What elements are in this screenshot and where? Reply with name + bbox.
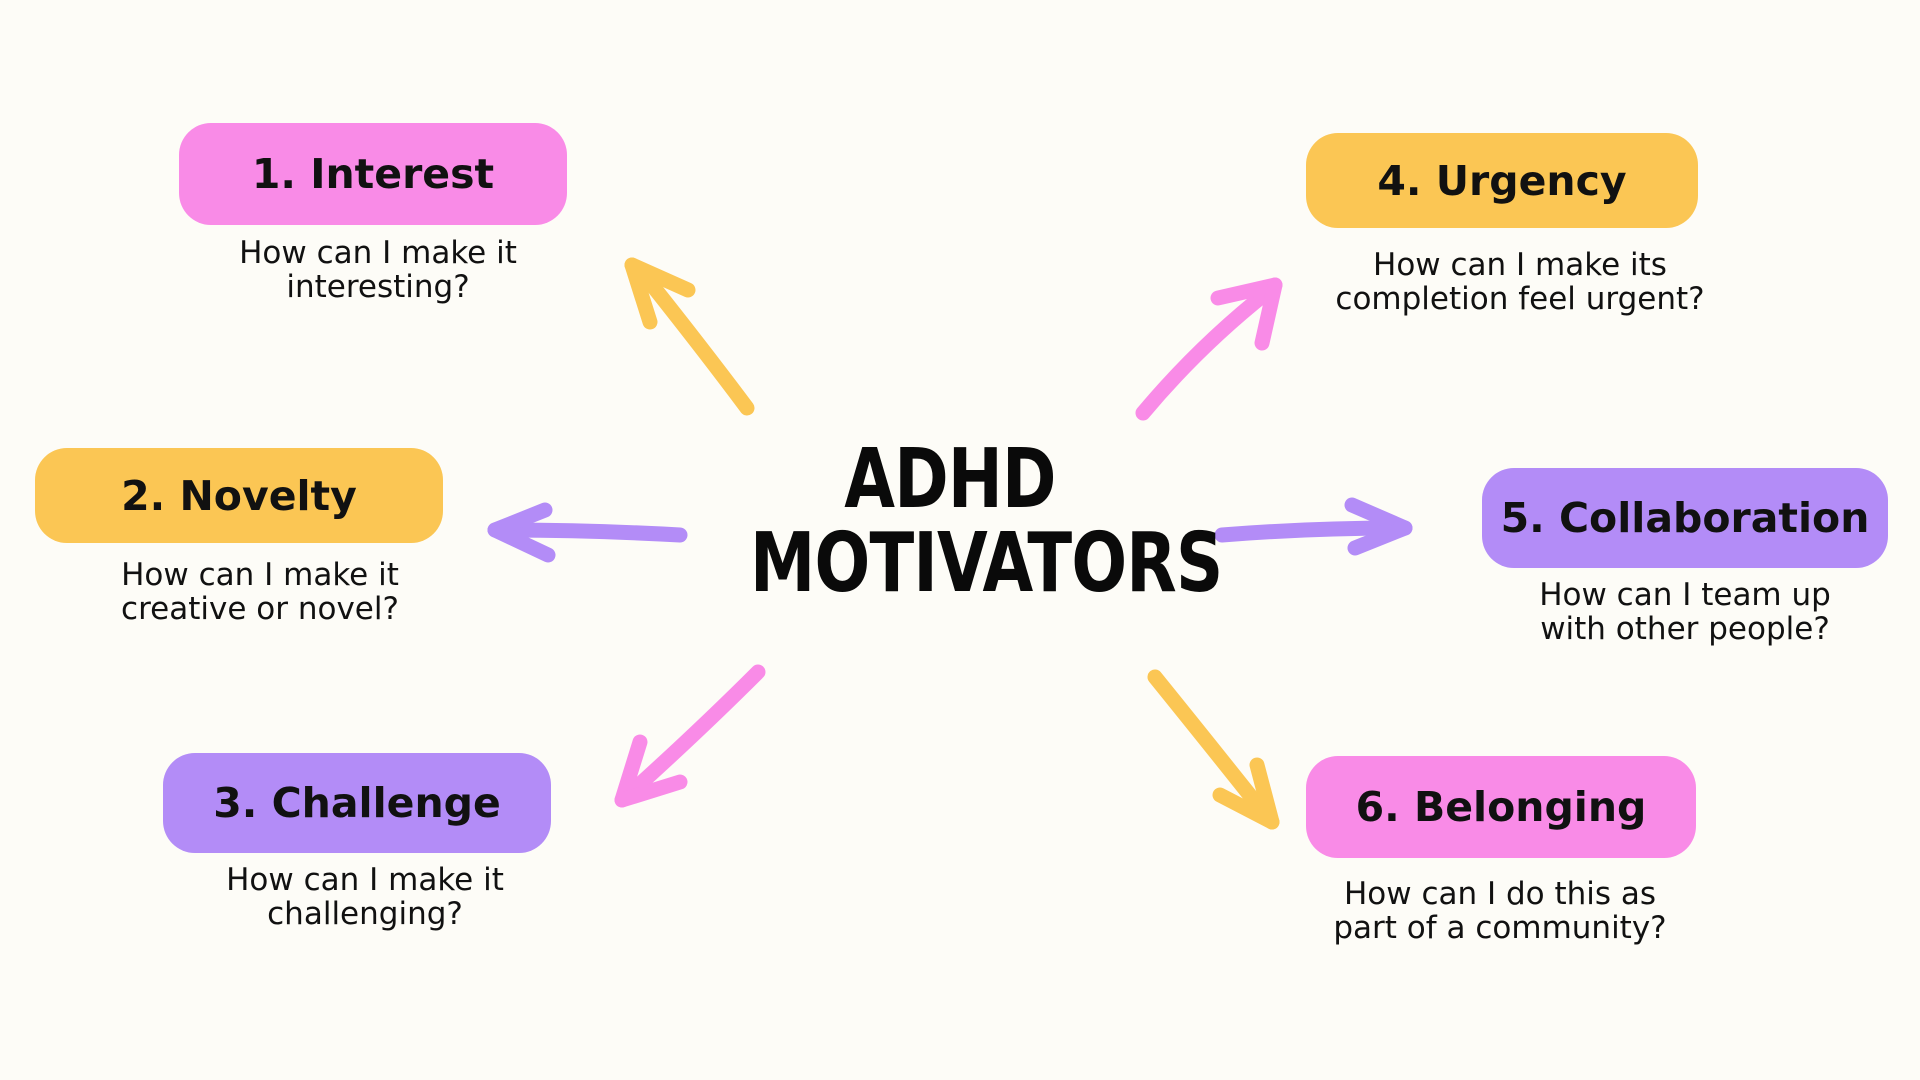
motivator-novelty-label: 2. Novelty — [121, 471, 357, 520]
motivator-interest-label: 1. Interest — [251, 150, 495, 198]
arrow-to-urgency — [1135, 277, 1283, 421]
motivator-collaboration-desc-line-1: How can I team up — [1539, 577, 1831, 613]
motivator-interest-desc-line-2: interesting? — [286, 269, 470, 305]
motivator-urgency-description: How can I make its completion feel urgen… — [1290, 248, 1750, 316]
motivator-challenge-pill: 3. Challenge — [163, 753, 551, 853]
motivator-novelty-desc-line-2: creative or novel? — [121, 591, 399, 627]
motivator-belonging-description: How can I do this as part of a community… — [1280, 877, 1720, 945]
motivator-urgency-label: 4. Urgency — [1377, 156, 1627, 205]
motivator-collaboration-description: How can I team up with other people? — [1485, 578, 1885, 646]
motivator-urgency-pill: 4. Urgency — [1306, 133, 1698, 228]
title-line-2: MOTIVATORS — [750, 516, 1223, 611]
motivator-novelty-desc-line-1: How can I make it — [121, 557, 399, 593]
motivator-belonging-pill: 6. Belonging — [1306, 756, 1696, 858]
motivator-urgency-desc-line-1: How can I make its — [1373, 247, 1667, 283]
motivator-urgency-desc-line-2: completion feel urgent? — [1335, 281, 1705, 317]
motivator-novelty-pill: 2. Novelty — [35, 448, 443, 543]
arrow-to-belonging — [1147, 669, 1280, 830]
motivator-collaboration-pill: 5. Collaboration — [1482, 468, 1888, 568]
diagram-title: ADHD MOTIVATORS — [750, 432, 1223, 611]
motivator-challenge-desc-line-1: How can I make it — [226, 862, 504, 898]
arrow-to-novelty — [487, 502, 688, 563]
motivator-interest-desc-line-1: How can I make it — [239, 235, 517, 271]
motivator-interest-pill: 1. Interest — [179, 123, 567, 225]
arrow-to-challenge — [614, 664, 766, 808]
motivator-challenge-label: 3. Challenge — [213, 779, 501, 827]
motivator-interest-description: How can I make it interesting? — [178, 236, 578, 304]
motivator-novelty-description: How can I make it creative or novel? — [60, 558, 460, 626]
motivator-belonging-desc-line-1: How can I do this as — [1343, 876, 1657, 912]
arrow-to-interest — [624, 257, 755, 416]
motivator-challenge-description: How can I make it challenging? — [165, 863, 565, 931]
motivator-belonging-desc-line-2: part of a community? — [1333, 910, 1667, 946]
motivator-challenge-desc-line-2: challenging? — [267, 896, 463, 932]
motivator-belonging-label: 6. Belonging — [1355, 783, 1647, 831]
arrow-to-collaboration — [1214, 497, 1413, 556]
motivator-collaboration-desc-line-2: with other people? — [1540, 611, 1830, 647]
title-line-1: ADHD — [844, 432, 1056, 527]
motivator-collaboration-label: 5. Collaboration — [1500, 494, 1870, 542]
